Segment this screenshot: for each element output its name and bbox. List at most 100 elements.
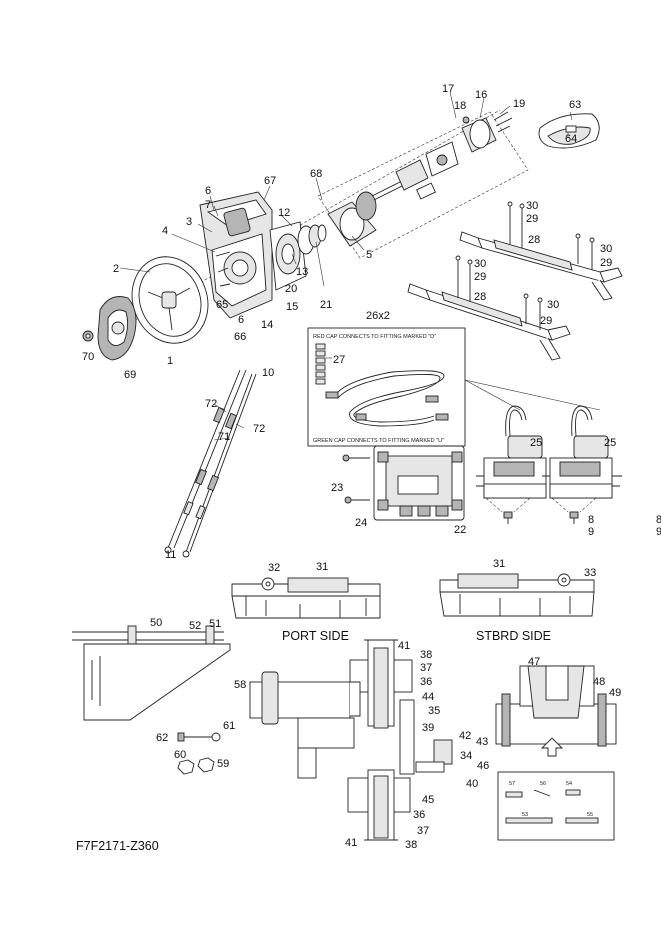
- tilt-cylinder-lower: [407, 255, 571, 361]
- callout-60: 60: [174, 749, 186, 761]
- diagram-code-caption: F7F2171-Z360: [76, 839, 159, 853]
- callout-30-b: 30: [600, 243, 612, 255]
- callout-34: 34: [460, 750, 472, 762]
- callout-29-d: 29: [540, 315, 552, 327]
- callout-38-lower: 38: [405, 839, 417, 851]
- cylinder-port-side: [231, 577, 381, 619]
- wheel-hub-cover: [82, 296, 137, 361]
- pump-housing: [327, 141, 459, 247]
- green-cap-note: GREEN CAP CONNECTS TO FITTING MARKED "U": [313, 438, 444, 444]
- callout-9-stbd: 9: [656, 526, 661, 538]
- callout-24: 24: [355, 517, 367, 529]
- callout-16: 16: [475, 89, 487, 101]
- callout-19: 19: [513, 98, 525, 110]
- tie-bar: [72, 625, 231, 721]
- callout-58: 58: [234, 679, 246, 691]
- callout-11: 11: [165, 549, 176, 561]
- tiller-bracket-assembly: [249, 639, 453, 841]
- callout-41-upper: 41: [398, 640, 410, 652]
- callout-28-upper: 28: [528, 234, 540, 246]
- callout-66: 66: [234, 331, 246, 343]
- callout-3: 3: [186, 216, 192, 228]
- callout-40: 40: [466, 778, 478, 790]
- callout-7: 7: [205, 199, 211, 211]
- callout-8-stbd: 8: [656, 514, 661, 526]
- callout-31-stbd: 31: [493, 558, 505, 570]
- callout-13: 13: [296, 266, 308, 278]
- callout-51: 51: [209, 618, 221, 630]
- callout-29-a: 29: [526, 213, 538, 225]
- callout-62: 62: [156, 732, 168, 744]
- callout-68: 68: [310, 168, 322, 180]
- callout-29-b: 29: [600, 257, 612, 269]
- bearing-rings: [297, 224, 327, 255]
- callout-38-upper: 38: [420, 649, 432, 661]
- callout-54: 54: [566, 781, 572, 787]
- stbd-side-label: STBRD SIDE: [476, 629, 551, 643]
- callout-41-lower: 41: [345, 837, 357, 849]
- callout-29-c: 29: [474, 271, 486, 283]
- callout-65: 65: [216, 299, 228, 311]
- callout-55: 55: [587, 812, 593, 818]
- callout-20: 20: [285, 283, 297, 295]
- hydraulic-hose: [325, 370, 449, 427]
- hydraulic-pump-stbd: [542, 405, 622, 524]
- red-cap-note: RED CAP CONNECTS TO FITTING MARKED "D": [313, 334, 436, 340]
- callout-12: 12: [278, 207, 290, 219]
- callout-46: 46: [477, 760, 489, 772]
- callout-17: 17: [442, 83, 454, 95]
- callout-49: 49: [609, 687, 621, 699]
- helm-housing: [199, 191, 273, 319]
- callout-69: 69: [124, 369, 136, 381]
- callout-44: 44: [422, 691, 434, 703]
- cylinder-stbd-side: [439, 573, 595, 617]
- callout-43: 43: [476, 736, 488, 748]
- callout-47: 47: [528, 656, 540, 668]
- mount-bracket: [495, 665, 617, 757]
- callout-6-upper: 6: [205, 185, 211, 197]
- callout-9-port: 9: [588, 526, 594, 538]
- callout-48: 48: [593, 676, 605, 688]
- callout-31-port: 31: [316, 561, 328, 573]
- callout-30-c: 30: [474, 258, 486, 270]
- steering-assembly: [82, 91, 600, 361]
- callout-59: 59: [217, 758, 229, 770]
- callout-56: 56: [540, 781, 546, 787]
- callout-39: 39: [422, 722, 434, 734]
- callout-14: 14: [261, 319, 273, 331]
- callout-33: 33: [584, 567, 596, 579]
- tilt-cylinder-upper: [459, 201, 623, 301]
- callout-8-port: 8: [588, 514, 594, 526]
- callout-18: 18: [454, 100, 466, 112]
- callout-numbers: 1 2 3 4 5 6 6 7 8 8 9 9 10 11 12 13 14 1…: [82, 83, 661, 851]
- callout-25-stbd: 25: [604, 437, 616, 449]
- callout-36-lower: 36: [413, 809, 425, 821]
- callout-4: 4: [162, 225, 168, 237]
- callout-32: 32: [268, 562, 280, 574]
- callout-6-lower: 6: [238, 314, 244, 326]
- callout-30-a: 30: [526, 200, 538, 212]
- callout-10: 10: [262, 367, 274, 379]
- callout-28-lower: 28: [474, 291, 486, 303]
- hose-kit-box: [307, 327, 601, 447]
- callout-36-upper: 36: [420, 676, 432, 688]
- small-parts-box: [497, 771, 615, 841]
- callout-35: 35: [428, 705, 440, 717]
- callout-57: 57: [509, 781, 515, 787]
- callout-5: 5: [366, 249, 372, 261]
- callout-53: 53: [522, 812, 528, 818]
- hydraulic-pump-port: [476, 405, 556, 524]
- steering-wheel: [131, 256, 209, 344]
- steering-cables: [164, 369, 257, 558]
- callout-26: 26x2: [366, 310, 390, 322]
- callout-21: 21: [320, 299, 332, 311]
- callout-25-port: 25: [530, 437, 542, 449]
- control-unit: [342, 445, 465, 521]
- callout-2: 2: [113, 263, 119, 275]
- callout-72-lower: 72: [253, 423, 265, 435]
- callout-27: 27: [333, 354, 345, 366]
- callout-67: 67: [264, 175, 276, 187]
- callout-61: 61: [223, 720, 235, 732]
